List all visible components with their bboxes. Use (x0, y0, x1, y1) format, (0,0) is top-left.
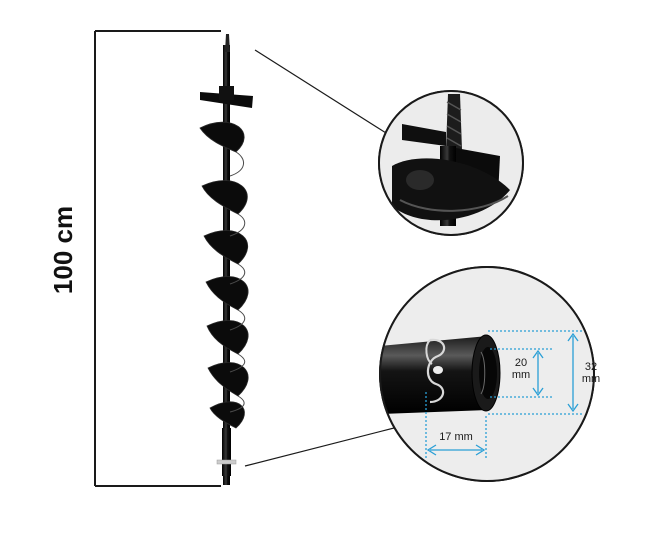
inner-diameter-unit: mm (511, 369, 531, 381)
top-detail-zoom (378, 90, 524, 236)
bottom-detail-zoom (379, 266, 595, 482)
inner-diameter-label: 20 mm (506, 357, 536, 381)
pin-offset-label: 17 mm (439, 431, 473, 443)
length-label: 100 cm (48, 205, 78, 295)
inner-diameter-value: 20 (514, 357, 528, 369)
auger (199, 34, 253, 485)
outer-diameter-unit: mm (581, 373, 601, 385)
outer-diameter-value: 32 (584, 361, 598, 373)
outer-diameter-label: 32 mm (576, 361, 606, 385)
length-bracket (94, 30, 221, 487)
dimension-lines (425, 330, 584, 458)
leader-lines (244, 49, 395, 467)
